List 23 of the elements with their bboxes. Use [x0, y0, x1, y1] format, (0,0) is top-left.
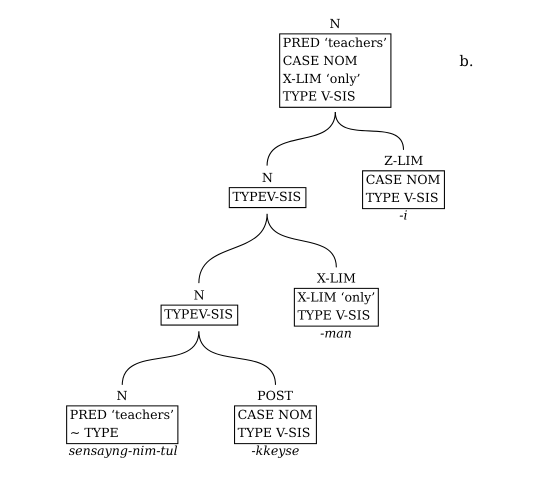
connector: [121, 331, 199, 385]
node-box: X-LIM ‘only’ TYPE V-SIS: [293, 288, 378, 327]
node-label: Z-LIM: [384, 153, 423, 168]
node-label: N: [116, 388, 128, 404]
connector: [334, 112, 404, 150]
node-label: N: [261, 170, 272, 185]
node-box: CASE NOM TYPE V-SIS: [234, 405, 316, 444]
label: b.: [458, 53, 474, 70]
node-label: X-LIM: [316, 270, 356, 286]
node-box: CASE NOM TYPE V-SIS: [362, 170, 444, 210]
connector: [198, 331, 276, 385]
node-label: -i: [398, 208, 408, 223]
node-box: TYPEV-SIS: [160, 304, 238, 326]
connector: [266, 214, 336, 268]
node-label: -man: [320, 325, 352, 340]
connector: [266, 112, 336, 166]
node-label: POST: [256, 388, 292, 404]
node-label: -kkeyse: [250, 442, 299, 458]
node-label: sensayng-nim-tul: [68, 442, 178, 458]
node-label: N: [329, 16, 340, 32]
node-label: N: [193, 287, 204, 302]
node-box: PRED ‘teachers’ CASE NOM X-LIM ‘only’ TYPE V-SIS: [278, 33, 391, 108]
node-box: TYPEV-SIS: [228, 187, 306, 208]
